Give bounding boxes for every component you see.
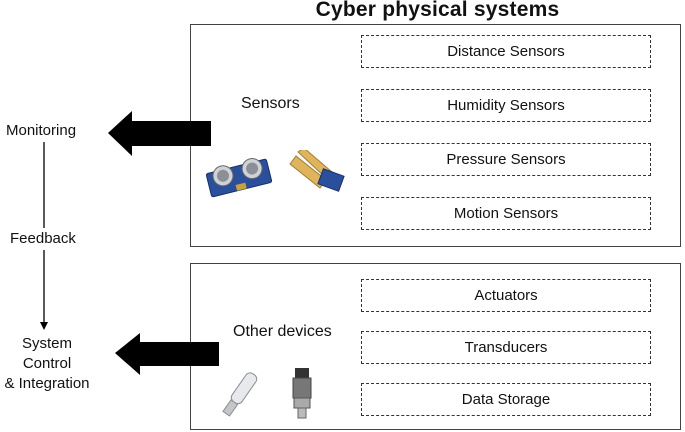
pressure-transducer-icon bbox=[222, 372, 258, 417]
pressure-sensor-icon bbox=[292, 368, 312, 419]
monitoring-label: Monitoring bbox=[6, 122, 77, 139]
ultrasonic-sensor-icon bbox=[205, 158, 273, 198]
soil-moisture-sensor-icon bbox=[289, 150, 345, 192]
other-devices-panel bbox=[190, 263, 681, 430]
other-devices-label: Other devices bbox=[233, 323, 332, 340]
feedback-arrowhead bbox=[40, 322, 48, 330]
transducers-box: Transducers bbox=[361, 331, 651, 364]
sensors-panel bbox=[190, 24, 681, 247]
diagram-title: Cyber physical systems bbox=[315, 0, 560, 21]
pressure-sensors-box: Pressure Sensors bbox=[361, 143, 651, 176]
system-control-label: System Control & Integration bbox=[0, 334, 94, 394]
motion-sensors-box: Motion Sensors bbox=[361, 197, 651, 230]
control-arrow bbox=[115, 333, 219, 375]
feedback-label: Feedback bbox=[9, 229, 77, 249]
system-control-line-1: System bbox=[21, 335, 72, 352]
distance-sensors-box: Distance Sensors bbox=[361, 35, 651, 68]
humidity-sensors-box: Humidity Sensors bbox=[361, 89, 651, 122]
data-storage-box: Data Storage bbox=[361, 383, 651, 416]
system-control-line-2: Control bbox=[22, 355, 72, 372]
sensors-label: Sensors bbox=[241, 95, 300, 112]
system-control-line-3: & Integration bbox=[4, 375, 90, 392]
actuators-box: Actuators bbox=[361, 279, 651, 312]
monitoring-arrow bbox=[108, 111, 211, 156]
